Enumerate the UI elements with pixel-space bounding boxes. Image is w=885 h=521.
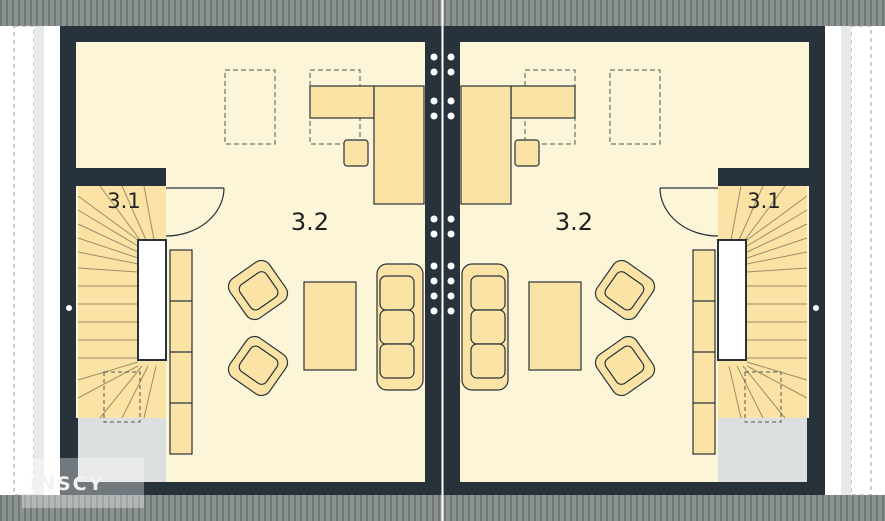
desk-left	[309, 85, 425, 205]
shelf-right	[692, 249, 716, 455]
shelf-left	[169, 249, 193, 455]
door-left	[165, 187, 225, 237]
armchairs-left	[227, 259, 289, 397]
room-label-right: 3.2	[555, 208, 593, 236]
landing-right	[718, 418, 807, 482]
vent-holes	[66, 53, 819, 315]
stair-treads-right	[728, 185, 808, 419]
armchairs-right	[594, 259, 656, 397]
coffee-table-left	[303, 281, 357, 371]
sofa-right	[461, 263, 509, 391]
desk-right	[460, 85, 576, 205]
stair-label-left: 3.1	[107, 189, 140, 213]
watermark-box	[22, 458, 144, 508]
eave-left	[13, 25, 35, 496]
door-right	[659, 187, 719, 237]
stair-eye-left	[137, 239, 167, 361]
stair-treads-left	[77, 185, 157, 419]
room-label-left: 3.2	[291, 208, 329, 236]
coffee-table-right	[528, 281, 582, 371]
gable-left	[34, 26, 44, 495]
eave-right	[850, 25, 872, 496]
stair-eye-right	[717, 239, 747, 361]
stair-dash-right	[744, 371, 782, 423]
gable-right	[841, 26, 851, 495]
stair-label-right: 3.1	[747, 189, 780, 213]
watermark: INSCY	[30, 473, 104, 495]
landing-left	[78, 418, 166, 482]
sofa-left	[376, 263, 424, 391]
stair-dash-left	[103, 371, 141, 423]
